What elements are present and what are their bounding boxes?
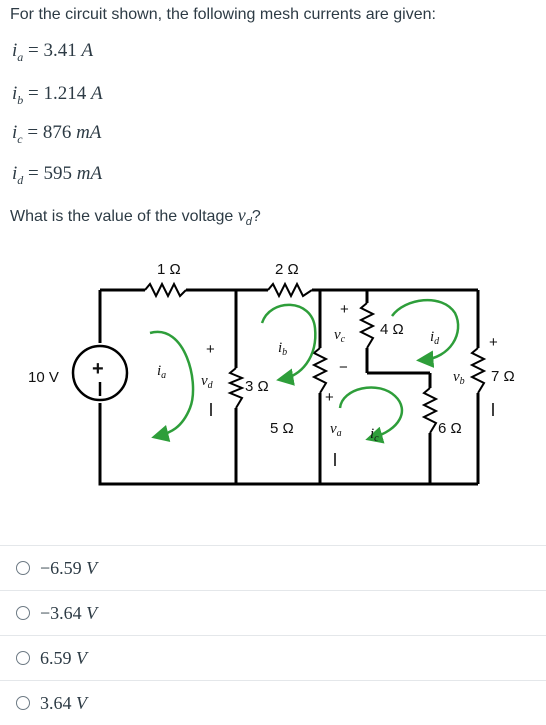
resistor-6ohm [421,387,439,434]
mesh-arrow-b [260,303,317,386]
answer-option[interactable]: −3.64 V [0,590,546,635]
radio-icon[interactable] [16,606,30,620]
r5-label: 5 Ω [270,420,294,437]
radio-icon[interactable] [16,696,30,710]
ic-label: ic [370,426,379,444]
answer-option[interactable]: 6.59 V [0,635,546,680]
vc-plus: + [340,301,349,318]
question-prompt: For the circuit shown, the following mes… [10,6,436,23]
answer-option[interactable]: 3.64 V [0,680,546,725]
va-plus: + [325,389,334,406]
resistor-5ohm [311,347,329,394]
r7-label: 7 Ω [491,368,515,385]
resistor-1ohm [144,281,187,299]
question-text: What is the value of the voltage vd? [10,205,261,229]
ib-label: ib [278,340,287,358]
vb-label: vb [453,369,465,387]
svg-text:+: + [92,358,104,380]
vb-plus: + [489,334,498,351]
resistor-7ohm [469,347,487,394]
mesh-arrow-d [390,298,460,368]
vc-label: vc [334,327,346,345]
vd-plus: + [206,341,215,358]
vc-minus: − [339,359,348,376]
current-id: id = 595 mA [12,163,103,187]
resistor-4ohm [358,302,376,349]
source-label: 10 V [28,369,59,386]
r6-label: 6 Ω [438,420,462,437]
r4-label: 4 Ω [380,321,404,338]
resistors [144,281,487,434]
resistor-2ohm [267,281,313,299]
current-ia: ia = 3.41 A [12,40,94,64]
mesh-arrows [149,298,460,444]
current-ib: ib = 1.214 A [12,83,103,107]
vd-label: vd [201,373,214,391]
ia-label: ia [157,363,166,381]
id-label: id [430,329,440,347]
wires [98,288,480,486]
mesh-arrow-c [338,386,404,444]
r2-label: 2 Ω [275,261,299,278]
va-label: va [330,421,342,439]
radio-icon[interactable] [16,651,30,665]
voltage-source: + [71,344,129,402]
answer-options: −6.59 V −3.64 V 6.59 V 3.64 V [0,545,546,725]
current-ic: ic = 876 mA [12,122,102,146]
r1-label: 1 Ω [157,261,181,278]
r3-label: 3 Ω [245,378,269,395]
answer-option[interactable]: −6.59 V [0,545,546,590]
mesh-arrow-a [149,330,195,442]
radio-icon[interactable] [16,561,30,575]
circuit-diagram: + 10 V 1 Ω 2 Ω 3 Ω 4 Ω 5 Ω 6 Ω 7 Ω ia ib… [28,261,515,486]
resistor-3ohm [227,367,245,409]
